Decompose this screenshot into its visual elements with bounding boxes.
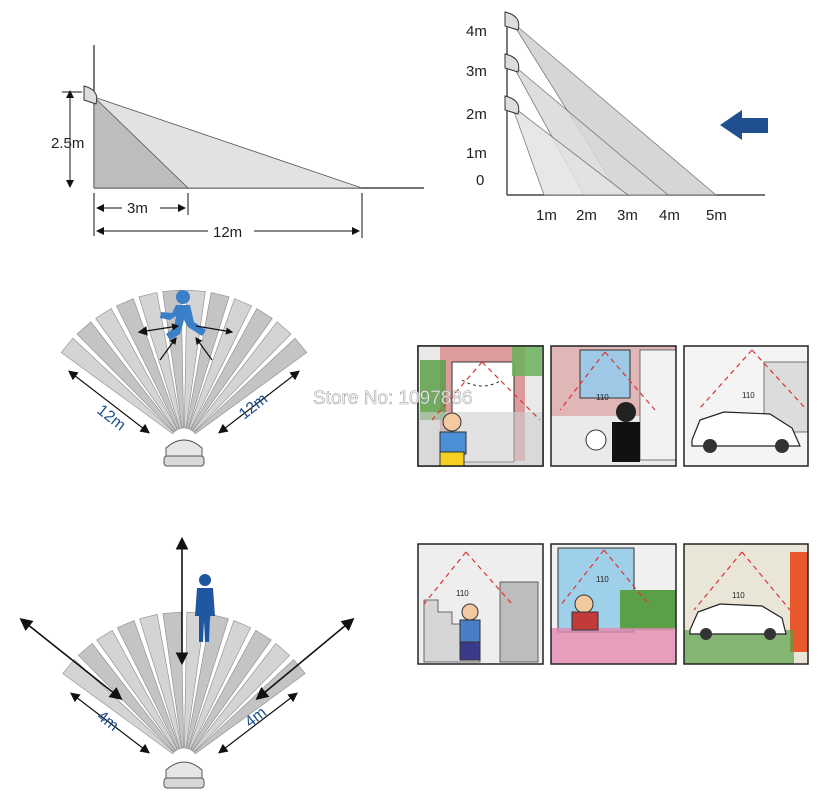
angle-label: 110 bbox=[456, 589, 469, 598]
scene-panels: 110 110 110 bbox=[417, 345, 809, 665]
detection-zone bbox=[186, 292, 230, 429]
scene-garage-car: 110 bbox=[683, 345, 809, 467]
sensor-icon bbox=[504, 53, 520, 73]
angle-label: 110 bbox=[596, 575, 609, 584]
fan-top-left-label: 12m bbox=[94, 402, 129, 435]
x-label-5m: 5m bbox=[706, 207, 727, 224]
detection-fan-4m: 4m 4m bbox=[19, 536, 355, 789]
scene-stairs: 110 bbox=[417, 543, 544, 665]
far-distance-label: 12m bbox=[213, 224, 242, 241]
detection-zone bbox=[188, 298, 252, 430]
detection-zone bbox=[188, 620, 252, 750]
y-label-4m: 4m bbox=[466, 23, 487, 40]
y-label-0: 0 bbox=[476, 172, 484, 189]
sensor-icon bbox=[83, 85, 98, 105]
scene-door bbox=[417, 345, 544, 467]
store-watermark: Store No: 1097886 bbox=[313, 388, 473, 409]
detection-zone bbox=[116, 298, 180, 430]
arrow-left-icon bbox=[720, 110, 768, 140]
detection-zone bbox=[190, 308, 273, 432]
near-beam bbox=[93, 96, 189, 189]
sensor-unit-icon bbox=[163, 761, 205, 789]
angle-label: 110 bbox=[596, 393, 609, 402]
x-label-4m: 4m bbox=[659, 207, 680, 224]
sensor-icon bbox=[504, 11, 520, 31]
sensor-unit-icon bbox=[163, 439, 205, 467]
y-label-3m: 3m bbox=[466, 63, 487, 80]
sensor-icon bbox=[504, 95, 520, 115]
angle-label: 110 bbox=[742, 391, 755, 400]
near-distance-label: 3m bbox=[127, 200, 148, 217]
scene-window-thief: 110 bbox=[550, 345, 677, 467]
standing-man-icon bbox=[195, 574, 215, 642]
y-label-1m: 1m bbox=[466, 145, 487, 162]
detection-zone bbox=[139, 614, 182, 749]
x-label-2m: 2m bbox=[576, 207, 597, 224]
height-range-chart: 4m 3m 2m 1m 0 1m 2m 3m 4m 5m bbox=[466, 11, 768, 224]
detection-beam bbox=[511, 104, 630, 196]
angle-label: 110 bbox=[732, 591, 745, 600]
y-label-2m: 2m bbox=[466, 106, 487, 123]
x-label-3m: 3m bbox=[617, 207, 638, 224]
x-label-1m: 1m bbox=[536, 207, 557, 224]
side-view-diagram: 2.5m 3m 12m bbox=[51, 45, 424, 241]
scene-balcony: 110 bbox=[550, 543, 677, 665]
detection-fan-12m: 12m 12m bbox=[60, 289, 308, 467]
height-label: 2.5m bbox=[51, 135, 84, 152]
detection-zone bbox=[95, 308, 178, 432]
scene-carport: 110 bbox=[683, 543, 809, 665]
